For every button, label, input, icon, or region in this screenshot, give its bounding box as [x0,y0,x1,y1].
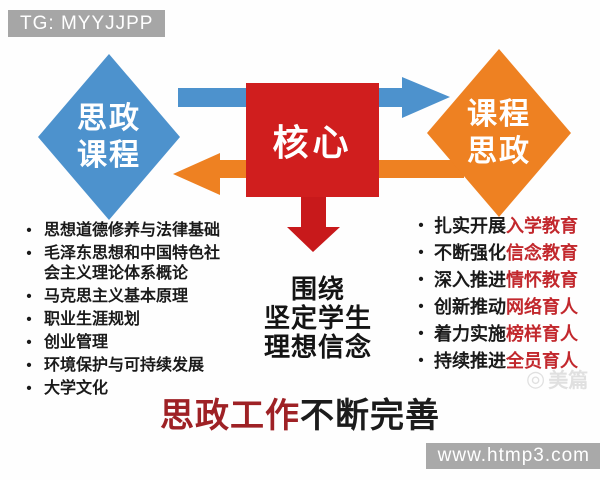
list-item-label: 毛泽东思想和中国特色社会主义理论体系概论 [44,245,221,282]
list-item: • 环境保护与可持续发展 [14,356,232,376]
red-down-arrow-icon [287,197,340,252]
left-course-list: • 思想道德修养与法律基础 • 毛泽东思想和中国特色社会主义理论体系概论 • 马… [14,221,232,402]
list-item-prefix: 扎实开展 [434,216,506,236]
list-item-highlight: 网络育人 [506,297,578,317]
bullet-icon: • [418,217,424,234]
list-item-highlight: 全员育人 [506,351,578,371]
list-item-label: 大学文化 [44,380,109,397]
list-item-label: 扎实开展入学教育 [434,216,578,236]
list-item-label: 职业生涯规划 [44,311,141,328]
bullet-icon: • [26,288,32,305]
center-caption: 围绕 坚定学生 理想信念 [228,275,408,362]
caption-line-1: 围绕 [290,274,345,304]
caption-line-3: 理想信念 [263,332,372,362]
core-box-label: 核心 [272,122,353,163]
bullet-icon: • [26,357,32,374]
list-item-prefix: 持续推进 [434,351,506,371]
bullet-icon: • [418,244,424,261]
meipian-watermark-text: 美篇 [548,370,589,392]
list-item-label: 创业管理 [44,334,109,351]
bullet-icon: • [26,245,32,262]
list-item: • 思想道德修养与法律基础 [14,221,232,241]
list-item-highlight: 入学教育 [506,216,578,236]
list-item: • 深入推进情怀教育 [408,270,598,290]
list-item: • 创业管理 [14,333,232,353]
right-education-list: • 扎实开展入学教育 • 不断强化信念教育 • 深入推进情怀教育 • 创新推动网… [408,216,598,378]
list-item: • 马克思主义基本原理 [14,287,232,307]
core-box: 核心 [246,83,379,197]
list-item: • 着力实施榜样育人 [408,324,598,344]
footer-title: 思政工作不断完善 [0,388,600,437]
meipian-logo-icon: ◎ [526,365,546,391]
list-item-label: 持续推进全员育人 [434,351,578,371]
right-diamond-line-2: 思政 [467,135,531,168]
list-item-label: 马克思主义基本原理 [44,288,189,305]
right-diamond-label: 课程 思政 [467,96,531,170]
list-item-label: 着力实施榜样育人 [434,324,578,344]
footer-title-red: 思政工作 [160,397,300,435]
bullet-icon: • [26,380,32,397]
list-item-label: 深入推进情怀教育 [434,270,578,290]
list-item-highlight: 信念教育 [506,243,578,263]
list-item: • 大学文化 [14,379,232,399]
telegram-watermark-badge: TG: MYYJJPP [8,10,166,37]
list-item: • 毛泽东思想和中国特色社会主义理论体系概论 [14,244,232,284]
bullet-icon: • [418,325,424,342]
left-diamond-label: 思政 课程 [77,100,141,174]
bullet-icon: • [418,271,424,288]
list-item: • 持续推进全员育人 [408,351,598,371]
bullet-icon: • [26,222,32,239]
list-item-prefix: 不断强化 [434,243,506,263]
list-item-highlight: 榜样育人 [506,324,578,344]
list-item-label: 思想道德修养与法律基础 [44,222,221,239]
list-item: • 扎实开展入学教育 [408,216,598,236]
left-diamond-line-1: 思政 [77,102,141,135]
list-item-label: 环境保护与可持续发展 [44,357,205,374]
list-item-highlight: 情怀教育 [506,270,578,290]
list-item-prefix: 着力实施 [434,324,506,344]
bullet-icon: • [418,352,424,369]
site-watermark-badge: www.htmp3.com [425,443,600,469]
list-item-prefix: 深入推进 [434,270,506,290]
list-item-prefix: 创新推动 [434,297,506,317]
bullet-icon: • [26,311,32,328]
meipian-watermark: ◎ 美篇 [526,364,588,393]
caption-line-2: 坚定学生 [263,303,372,333]
bullet-icon: • [418,298,424,315]
right-diamond-line-1: 课程 [467,98,531,131]
left-diamond-line-2: 课程 [77,139,141,172]
list-item-label: 创新推动网络育人 [434,297,578,317]
list-item: • 不断强化信念教育 [408,243,598,263]
list-item: • 职业生涯规划 [14,310,232,330]
list-item-label: 不断强化信念教育 [434,243,578,263]
footer-title-black: 不断完善 [300,397,440,435]
list-item: • 创新推动网络育人 [408,297,598,317]
bullet-icon: • [26,334,32,351]
